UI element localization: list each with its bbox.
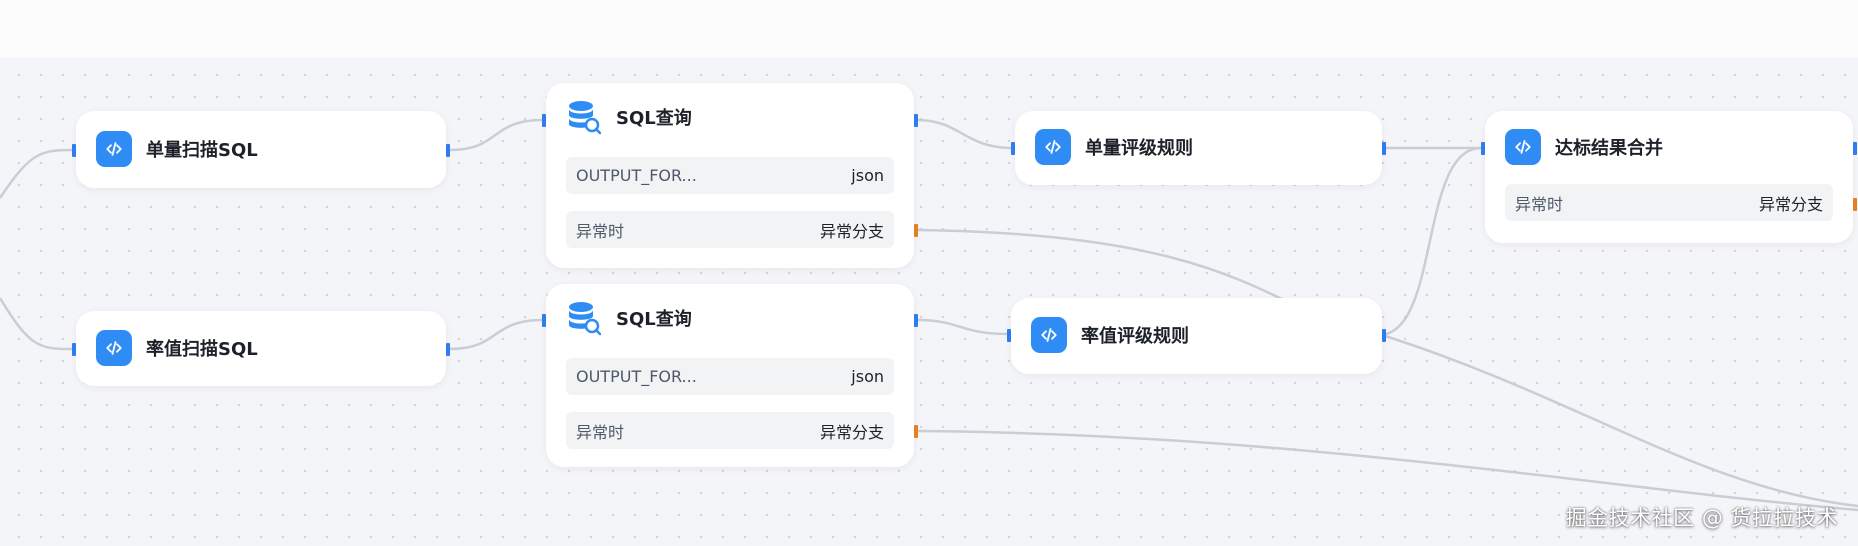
flow-canvas[interactable]: 单量扫描SQL SQL查询 OUTPUT_FOR... json 异常时	[0, 58, 1858, 546]
watermark: 掘金技术社区 @ 货拉拉技术	[1565, 506, 1838, 530]
error-branch-row: 异常时 异常分支	[566, 412, 894, 449]
edge-left-to-scan-single	[0, 148, 73, 199]
node-title: 单量评级规则	[1085, 138, 1193, 159]
edge-rule-rate-to-merge	[1381, 146, 1482, 337]
node-merge[interactable]: 达标结果合并 异常时 异常分支	[1485, 111, 1853, 243]
edge-sql1-to-rule-single	[916, 118, 1013, 150]
output-format-row: OUTPUT_FOR... json	[566, 358, 894, 395]
code-icon	[96, 330, 132, 366]
input-port[interactable]	[72, 144, 76, 157]
node-title: 单量扫描SQL	[146, 140, 258, 161]
output-format-key: OUTPUT_FOR...	[576, 367, 697, 386]
input-port[interactable]	[1007, 329, 1011, 342]
node-title: 率值扫描SQL	[146, 339, 258, 360]
top-toolbar	[0, 0, 1858, 58]
output-format-key: OUTPUT_FOR...	[576, 166, 697, 185]
code-icon	[96, 131, 132, 167]
edge-sql2-to-rule-rate	[916, 318, 1009, 336]
node-title: 达标结果合并	[1555, 138, 1663, 159]
error-branch-key: 异常时	[576, 422, 625, 442]
error-port[interactable]	[914, 224, 918, 237]
edge-rule-rate-out	[1381, 333, 1858, 508]
error-branch-row: 异常时 异常分支	[1505, 184, 1833, 221]
output-port[interactable]	[914, 314, 918, 327]
output-format-value: json	[851, 166, 884, 185]
output-port[interactable]	[1853, 142, 1857, 155]
output-port[interactable]	[914, 114, 918, 127]
input-port[interactable]	[1481, 142, 1485, 155]
error-branch-value: 异常分支	[819, 221, 884, 241]
code-icon	[1035, 129, 1071, 165]
node-title: SQL查询	[616, 309, 692, 330]
edge-scan-rate-to-sql2	[449, 318, 544, 351]
error-branch-value: 异常分支	[1758, 194, 1823, 214]
input-port[interactable]	[542, 314, 546, 327]
code-icon	[1505, 129, 1541, 165]
output-port[interactable]	[446, 343, 450, 356]
output-port[interactable]	[446, 144, 450, 157]
edges-layer	[0, 118, 1858, 512]
error-port[interactable]	[1853, 198, 1857, 211]
output-format-value: json	[851, 367, 884, 386]
error-branch-key: 异常时	[1515, 194, 1564, 214]
node-sql-query-1[interactable]: SQL查询 OUTPUT_FOR... json 异常时 异常分支	[546, 83, 914, 268]
error-port[interactable]	[914, 425, 918, 438]
node-title: 率值评级规则	[1081, 326, 1189, 347]
database-search-icon	[566, 99, 602, 135]
node-rule-single[interactable]: 单量评级规则	[1015, 111, 1382, 185]
output-format-row: OUTPUT_FOR... json	[566, 157, 894, 194]
edge-scan-single-to-sql1	[449, 118, 544, 152]
error-branch-row: 异常时 异常分支	[566, 211, 894, 248]
node-rule-rate[interactable]: 率值评级规则	[1011, 298, 1382, 374]
node-sql-query-2[interactable]: SQL查询 OUTPUT_FOR... json 异常时 异常分支	[546, 284, 914, 467]
output-port[interactable]	[1382, 329, 1386, 342]
edge-sql1-error	[916, 228, 1301, 310]
error-branch-value: 异常分支	[819, 422, 884, 442]
input-port[interactable]	[542, 114, 546, 127]
input-port[interactable]	[1011, 142, 1015, 155]
node-scan-single[interactable]: 单量扫描SQL	[76, 111, 446, 188]
node-title: SQL查询	[616, 108, 692, 129]
node-scan-rate[interactable]: 率值扫描SQL	[76, 311, 446, 386]
error-branch-key: 异常时	[576, 221, 625, 241]
output-port[interactable]	[1382, 142, 1386, 155]
database-search-icon	[566, 300, 602, 336]
code-icon	[1031, 317, 1067, 353]
input-port[interactable]	[72, 343, 76, 356]
edge-left-to-scan-rate	[0, 297, 73, 351]
edge-sql2-error	[916, 429, 1858, 512]
